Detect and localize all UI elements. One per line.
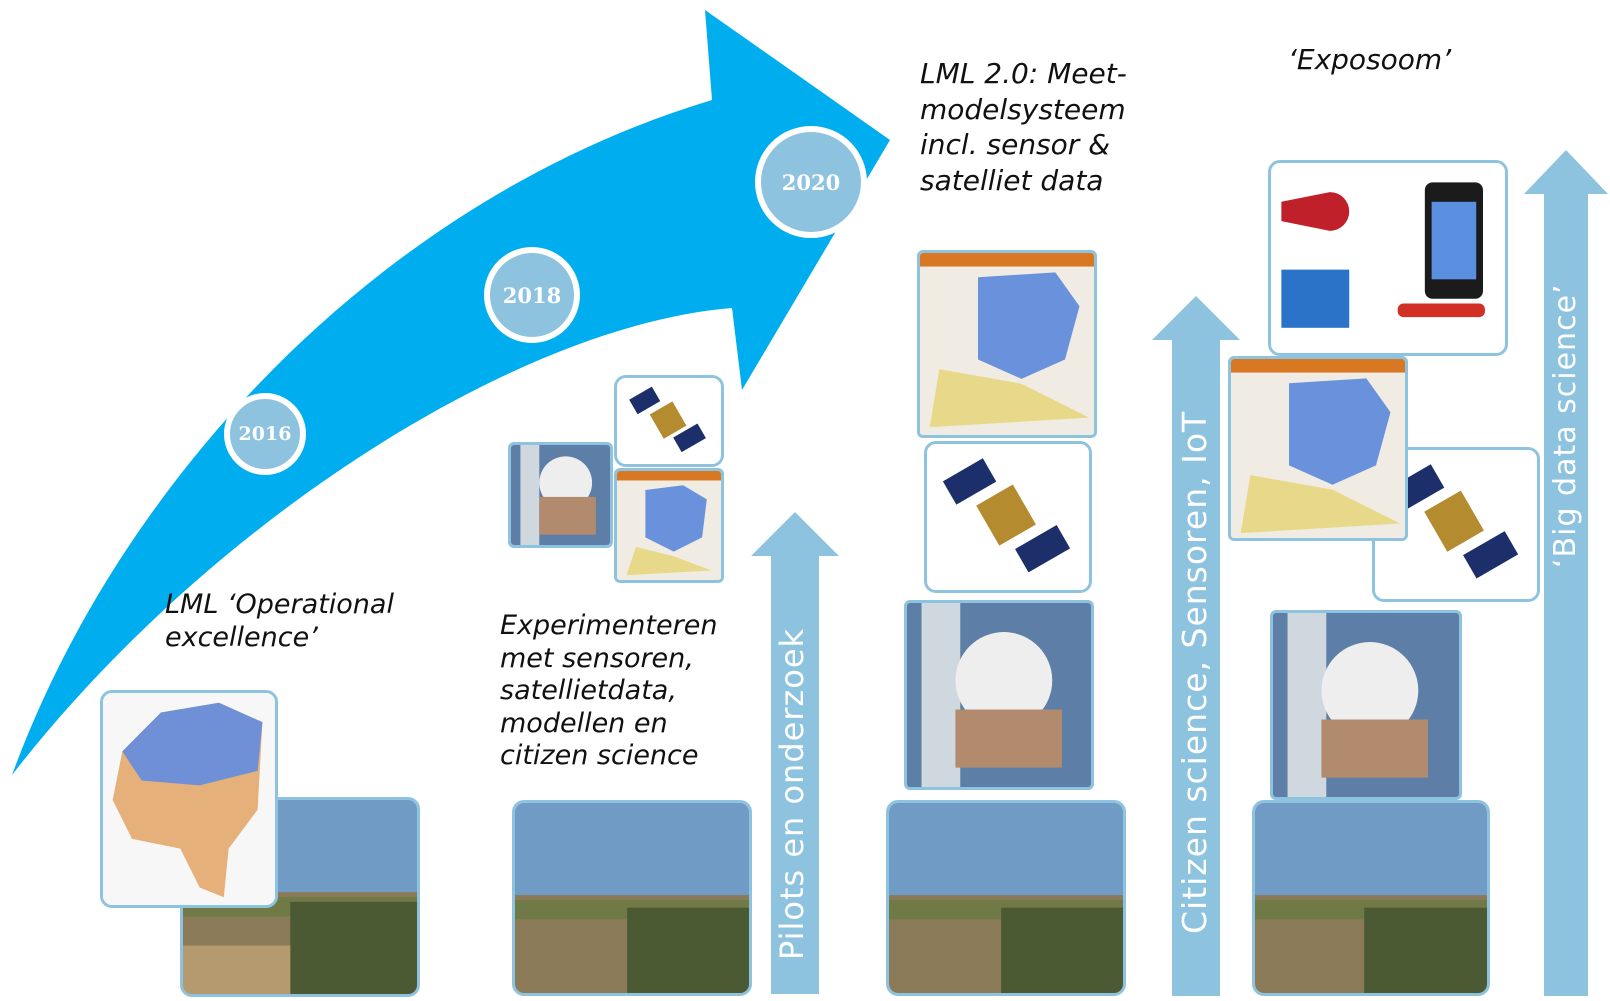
- technician-photo: [508, 442, 613, 548]
- technician-photo: [1270, 610, 1462, 800]
- wearable-phone-image: [1268, 160, 1508, 356]
- bigdata-arrow: [1524, 150, 1608, 996]
- year-2016-circle: 2016: [224, 393, 306, 475]
- technician-photo: [904, 600, 1094, 790]
- exposoom-label: ‘Exposoom’: [1288, 43, 1452, 76]
- map-screenshot: [1228, 356, 1408, 541]
- year-2020-circle: 2020: [755, 126, 867, 238]
- satellite-image: [924, 441, 1092, 593]
- year-2018-circle: 2018: [484, 247, 580, 343]
- satellite-image: [614, 375, 724, 467]
- landscape-photo: [512, 800, 752, 996]
- citizen-arrow-label: Citizen science, Sensoren, IoT: [1175, 410, 1214, 934]
- pilots-arrow-label: Pilots en onderzoek: [773, 627, 811, 960]
- landscape-photo: [1252, 800, 1490, 996]
- landscape-photo: [886, 800, 1126, 996]
- netherlands-heatmap: [100, 690, 278, 908]
- lml20-label: LML 2.0: Meet-modelsysteem incl. sensor …: [920, 57, 1127, 197]
- pilots-arrow: [751, 512, 839, 994]
- citizen-arrow: [1152, 296, 1240, 996]
- map-screenshot: [917, 250, 1097, 438]
- bigdata-arrow-label: ‘Big data science’: [1548, 283, 1583, 568]
- map-screenshot: [614, 468, 724, 583]
